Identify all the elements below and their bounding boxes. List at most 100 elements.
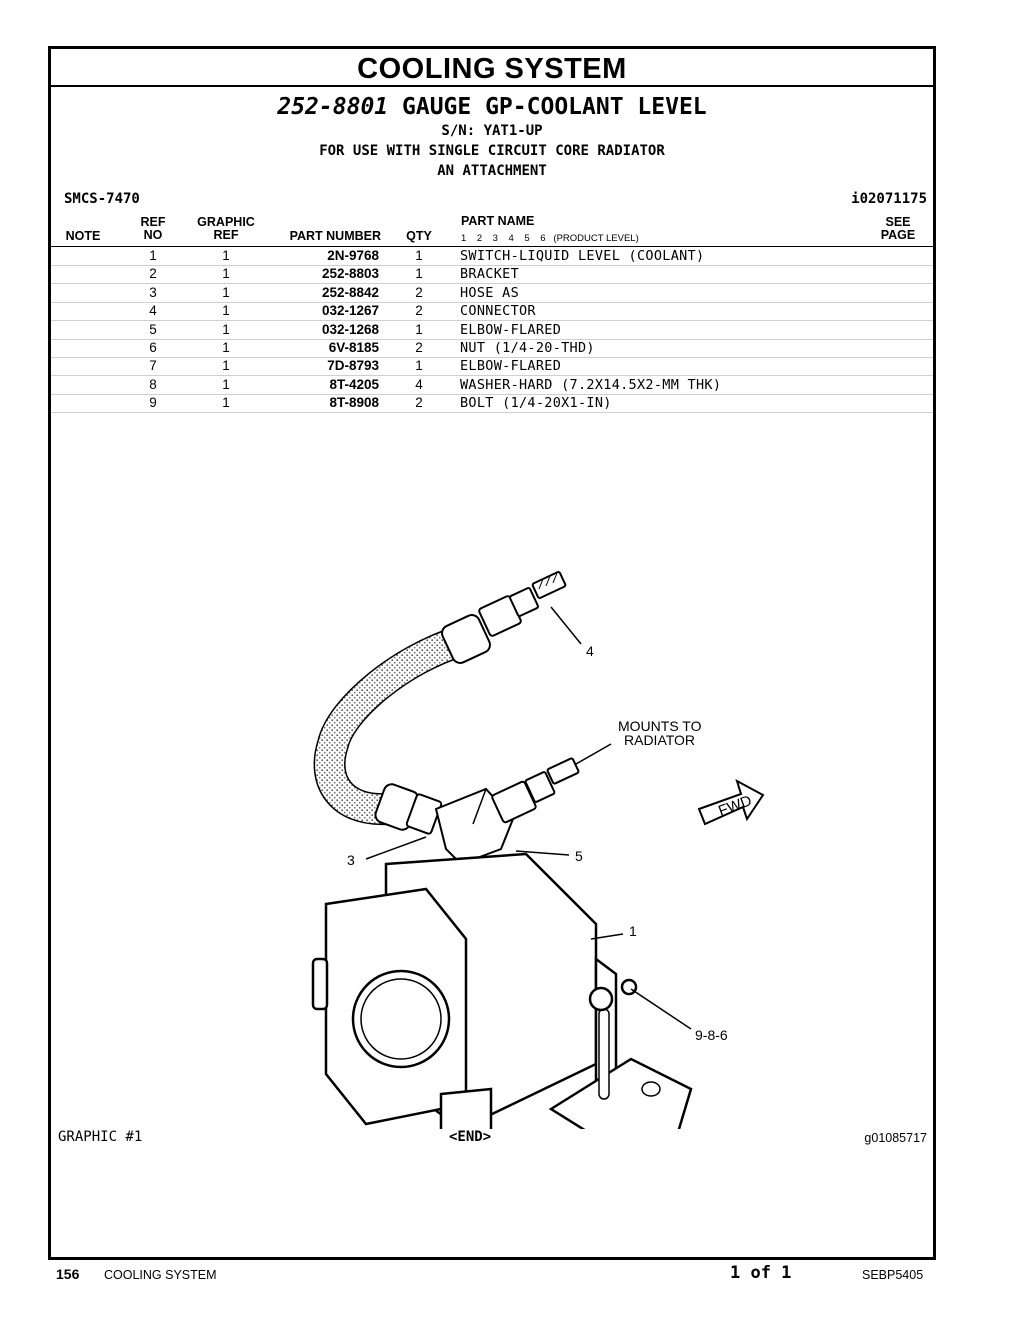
ref-no-cell: 1 (149, 248, 157, 263)
qty-cell: 1 (415, 248, 423, 263)
callout-5: 5 (575, 848, 583, 864)
lower-connector (491, 757, 580, 824)
group-name: GAUGE GP-COOLANT LEVEL (402, 94, 707, 120)
table-row: 3 1 252-8842 2 HOSE AS (51, 284, 933, 303)
part-name-cell: NUT (1/4-20-THD) (460, 340, 595, 356)
product-level-header: 1 2 3 4 5 6 (PRODUCT LEVEL) (461, 233, 639, 244)
ref-no-cell: 8 (149, 376, 157, 392)
table-row: 5 1 032-1268 1 ELBOW-FLARED (51, 321, 933, 340)
table-row: 6 1 6V-8185 2 NUT (1/4-20-THD) (51, 339, 933, 358)
graphic-ref-cell: 1 (222, 376, 230, 392)
hose-assembly (313, 625, 477, 826)
leader-lines (365, 606, 692, 1030)
part-number-cell: 252-8803 (321, 266, 379, 282)
ref-no-cell: 9 (149, 395, 157, 411)
callout-3: 3 (347, 852, 355, 868)
qty-cell: 4 (415, 376, 423, 392)
group-heading: 252-8801 GAUGE GP-COOLANT LEVEL (51, 94, 933, 120)
serial-number: S/N: YAT1-UP (441, 123, 543, 139)
part-number-cell: 8T-4205 (329, 376, 379, 392)
part-name-cell: WASHER-HARD (7.2X14.5X2-MM THK) (460, 376, 722, 393)
graphic-ref-cell: 1 (222, 248, 230, 263)
graphic-ref-cell: 1 (222, 284, 230, 300)
col-ref-bottom: NO (143, 228, 163, 242)
table-row: 1 1 2N-9768 1 SWITCH-LIQUID LEVEL (COOLANT) (51, 247, 933, 266)
ref-no-cell: 7 (149, 358, 157, 374)
qty-cell: 1 (415, 321, 423, 337)
part-number-cell: 032-1267 (321, 303, 379, 319)
part-number-cell: 252-8842 (321, 284, 379, 300)
part-name-cell: ELBOW-FLARED (460, 358, 562, 375)
col-graphic-top: GRAPHIC (197, 215, 255, 229)
qty-cell: 2 (415, 303, 423, 319)
lower-hose-fitting (374, 783, 443, 835)
end-marker: <END> (449, 1129, 492, 1145)
graphic-ref-cell: 1 (222, 340, 230, 355)
part-name-cell: ELBOW-FLARED (460, 321, 562, 338)
graphic-ref-cell: 1 (222, 395, 230, 411)
col-ref: REF NO (133, 216, 173, 242)
footer-page-of: 1 of 1 (730, 1263, 792, 1283)
part-name-cell: HOSE AS (460, 284, 519, 301)
table-row: 8 1 8T-4205 4 WASHER-HARD (7.2X14.5X2-MM THK… (51, 376, 933, 395)
ref-no-cell: 5 (149, 321, 157, 337)
callout-mounts-line2: RADIATOR (624, 732, 695, 748)
qty-cell: 2 (415, 284, 423, 300)
table-row: 9 1 8T-8908 2 BOLT (1/4-20X1-IN) (51, 394, 933, 414)
part-number-cell: 7D-8793 (327, 358, 379, 374)
table-row: 7 1 7D-8793 1 ELBOW-FLARED (51, 357, 933, 377)
graphic-ref-cell: 1 (222, 303, 230, 319)
callout-1: 1 (629, 923, 637, 939)
col-part-number: PART NUMBER (289, 229, 381, 243)
col-see-page: SEE PAGE (873, 216, 923, 242)
liquid-level-switch (311, 852, 598, 1129)
callout-4: 4 (586, 643, 594, 659)
part-name-cell: SWITCH-LIQUID LEVEL (COOLANT) (460, 248, 705, 264)
exploded-view-drawing: FWD 4 MOUNTS TO RADIATOR 3 5 1 9-8-6 7 2 (311, 571, 765, 1129)
part-number-cell: 2N-9768 (327, 248, 379, 263)
col-part-name: PART NAME (461, 214, 535, 228)
callout-9-8-6: 9-8-6 (695, 1027, 728, 1043)
col-qty: QTY (406, 229, 432, 243)
page-frame: COOLING SYSTEM 252-8801 GAUGE GP-COOLANT… (48, 46, 936, 1260)
col-graphic: GRAPHIC REF (191, 216, 261, 242)
info-id: i02071175 (851, 191, 927, 207)
part-name-cell: BRACKET (460, 266, 519, 283)
graphic-ref-cell: 1 (222, 266, 230, 282)
upper-connector (441, 571, 567, 664)
col-graphic-bottom: REF (213, 228, 239, 242)
ref-no-cell: 4 (149, 303, 157, 319)
part-name-cell: BOLT (1/4-20X1-IN) (460, 395, 612, 412)
col-note: NOTE (65, 229, 101, 243)
table-row: 2 1 252-8803 1 BRACKET (51, 265, 933, 285)
callout-mounts-line1: MOUNTS TO (618, 718, 702, 734)
col-see-bottom: PAGE (880, 228, 916, 242)
section-title: COOLING SYSTEM (51, 49, 933, 87)
smcs-code: SMCS-7470 (64, 191, 140, 207)
graphic-id: g01085717 (864, 1131, 927, 1145)
footer-section: COOLING SYSTEM (104, 1268, 217, 1282)
ref-no-cell: 6 (149, 340, 157, 355)
usage-line-2: AN ATTACHMENT (437, 163, 547, 179)
graphic-ref-cell: 1 (222, 358, 230, 374)
forward-arrow-icon (697, 778, 765, 826)
col-see-top: SEE (885, 215, 911, 229)
qty-cell: 2 (415, 395, 423, 411)
part-number-cell: 8T-8908 (329, 395, 379, 411)
footer-doc-id: SEBP5405 (862, 1268, 924, 1282)
graphic-label: GRAPHIC #1 (58, 1129, 143, 1145)
group-part-number: 252-8801 (277, 94, 389, 120)
part-number-cell: 6V-8185 (328, 340, 379, 355)
usage-line-1: FOR USE WITH SINGLE CIRCUIT CORE RADIATO… (319, 143, 665, 159)
ref-no-cell: 3 (149, 284, 157, 300)
qty-cell: 2 (415, 340, 423, 355)
qty-cell: 1 (415, 358, 423, 374)
part-number-cell: 032-1268 (321, 321, 379, 337)
col-ref-top: REF (140, 215, 166, 229)
ref-no-cell: 2 (149, 266, 157, 282)
qty-cell: 1 (415, 266, 423, 282)
mounting-bracket (548, 956, 693, 1129)
graphic-ref-cell: 1 (222, 321, 230, 337)
header-divider (51, 246, 933, 247)
